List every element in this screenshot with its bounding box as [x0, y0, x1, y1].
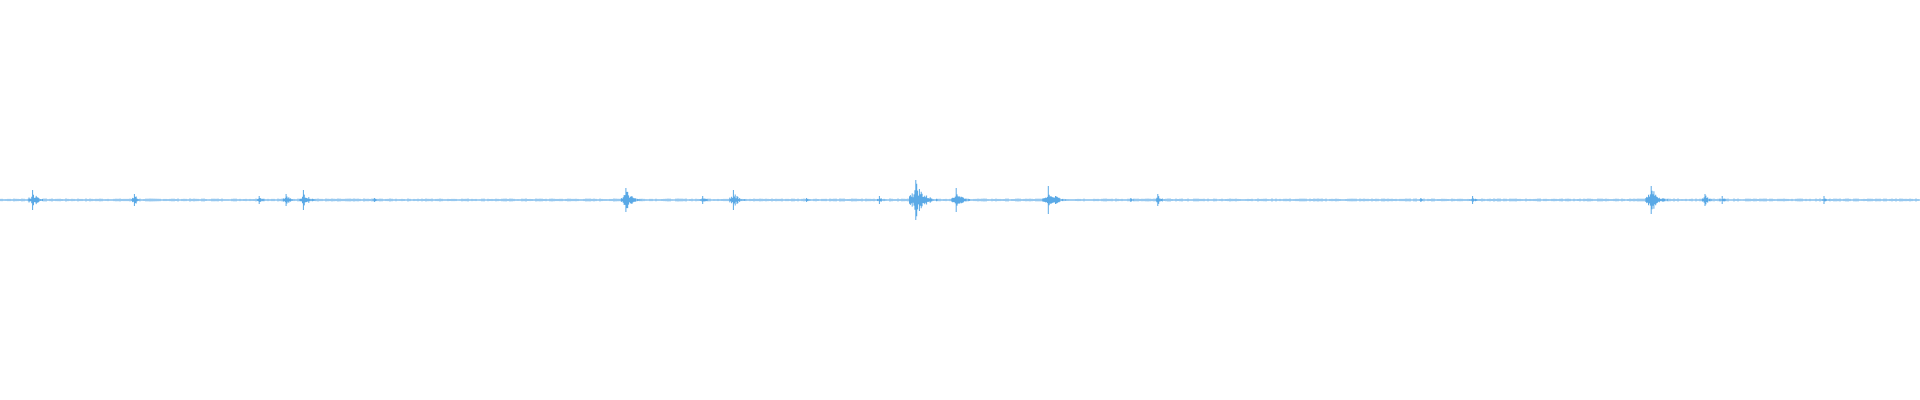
waveform-burst — [1719, 196, 1732, 204]
waveform-noise-path — [0, 198, 1919, 202]
waveform-burst — [1645, 186, 1669, 214]
waveform-burst — [1820, 196, 1834, 204]
waveform-noise — [0, 198, 1919, 202]
